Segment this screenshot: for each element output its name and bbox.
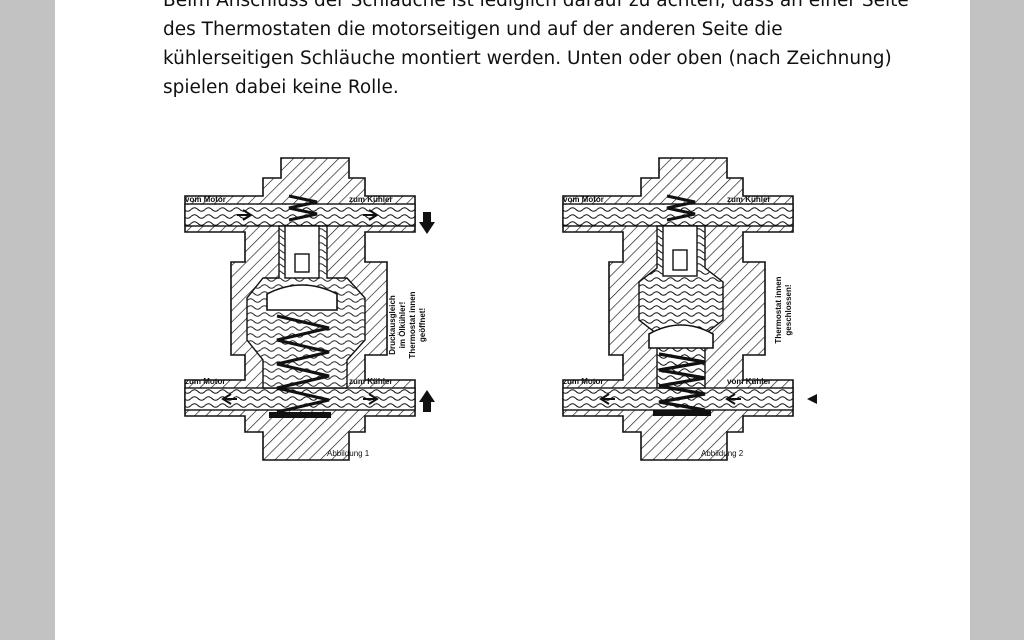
fig1-caption: Abbildung 1	[327, 449, 370, 458]
fig1-side-line-3: Thermostat innen	[408, 291, 417, 358]
fig1-label-bottom-right: zum Kühler	[349, 377, 393, 386]
fig2-label-bottom-right: vom Kühler	[727, 377, 771, 386]
paragraph-line-1: Beim Anschluss der Schläuche ist ledigli…	[163, 0, 909, 11]
fig2-label-top-right: zum Kühler	[727, 195, 771, 204]
fig2-label-top-left: vom Motor	[563, 195, 604, 204]
fig1-side-line-2: im Ölkühler!	[398, 302, 407, 349]
fig2-caption: Abbildung 2	[701, 449, 744, 458]
paragraph-line-3: kühlerseitigen Schläuche montiert werden…	[163, 48, 892, 69]
fig2-side-line-1: Thermostat innen	[774, 276, 783, 343]
fig2-label-bottom-left: zum Motor	[563, 377, 603, 386]
fig1-label-bottom-left: zum Motor	[185, 377, 225, 386]
fig1-side-line-1: Druckausgleich	[388, 295, 397, 355]
thermostat-diagram-open: vom Motor zum Kühler zum Motor zum Kühle…	[184, 157, 435, 461]
fig1-label-top-left: vom Motor	[185, 195, 226, 204]
paragraph-line-4: spielen dabei keine Rolle.	[163, 77, 399, 98]
paragraph-line-2: des Thermostaten die motorseitigen und a…	[163, 19, 783, 40]
fig1-label-top-right: zum Kühler	[349, 195, 393, 204]
figure-1-thermostat-open: vom Motor zum Kühler zum Motor zum Kühle…	[177, 150, 497, 470]
figure-2-thermostat-closed: vom Motor zum Kühler zum Motor vom Kühle…	[541, 150, 875, 470]
document-page: Beim Anschluss der Schläuche ist ledigli…	[55, 0, 970, 640]
body-paragraph: Beim Anschluss der Schläuche ist ledigli…	[163, 0, 909, 102]
fig2-side-line-2: geschlossen!	[784, 284, 793, 335]
fig1-side-line-4: geöffnet!	[418, 308, 427, 342]
thermostat-diagram-closed: vom Motor zum Kühler zum Motor vom Kühle…	[541, 157, 817, 461]
